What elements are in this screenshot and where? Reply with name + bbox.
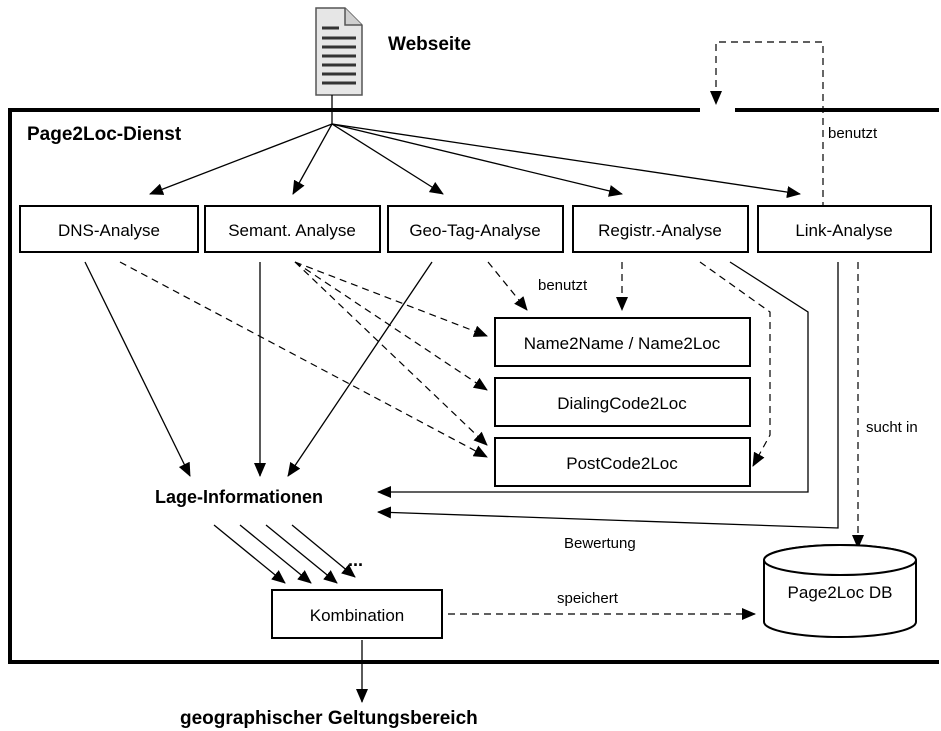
- combination-edges: [213, 524, 356, 584]
- bewertung-label: Bewertung: [564, 535, 636, 552]
- svg-text:Registr.-Analyse: Registr.-Analyse: [598, 221, 722, 240]
- analysis-dns-node: DNS-Analyse: [19, 205, 199, 253]
- benutzt-mid-label: benutzt: [538, 277, 588, 294]
- analysis-registr-node: Registr.-Analyse: [572, 205, 749, 253]
- benutzt-top-label: benutzt: [828, 125, 878, 142]
- service-postcode-node: PostCode2Loc: [494, 437, 751, 487]
- sucht-in-label: sucht in: [866, 419, 918, 436]
- link-self-loop: [710, 41, 824, 209]
- service-title: Page2Loc-Dienst: [27, 124, 182, 145]
- analysis-semantic-node: Semant. Analyse: [204, 205, 381, 253]
- svg-text:DialingCode2Loc: DialingCode2Loc: [557, 394, 687, 413]
- analysis-geotag-node: Geo-Tag-Analyse: [387, 205, 564, 253]
- svg-text:Semant. Analyse: Semant. Analyse: [228, 221, 356, 240]
- svg-text:Page2Loc DB: Page2Loc DB: [788, 583, 893, 602]
- result-edges: [84, 261, 839, 529]
- svg-text:Link-Analyse: Link-Analyse: [795, 221, 892, 240]
- output-label: geographischer Geltungsbereich: [180, 708, 478, 729]
- svg-text:DNS-Analyse: DNS-Analyse: [58, 221, 160, 240]
- ellipsis-label: ...: [348, 550, 363, 570]
- database-node: Page2Loc DB: [763, 544, 917, 638]
- webpage-edges: [149, 95, 801, 199]
- location-info-label: Lage-Informationen: [155, 487, 323, 507]
- svg-text:Geo-Tag-Analyse: Geo-Tag-Analyse: [409, 221, 540, 240]
- svg-text:Name2Name / Name2Loc: Name2Name / Name2Loc: [524, 334, 721, 353]
- service-name2loc-node: Name2Name / Name2Loc: [494, 317, 751, 367]
- webpage-label: Webseite: [388, 34, 471, 55]
- svg-text:Kombination: Kombination: [310, 606, 405, 625]
- service-frame: [8, 108, 939, 664]
- svg-text:PostCode2Loc: PostCode2Loc: [566, 454, 678, 473]
- uses-edges: [119, 261, 771, 467]
- document-icon: [315, 7, 363, 96]
- combination-node: Kombination: [271, 589, 443, 639]
- analysis-link-node: Link-Analyse: [757, 205, 932, 253]
- speichert-label: speichert: [557, 590, 619, 607]
- service-dialing-node: DialingCode2Loc: [494, 377, 751, 427]
